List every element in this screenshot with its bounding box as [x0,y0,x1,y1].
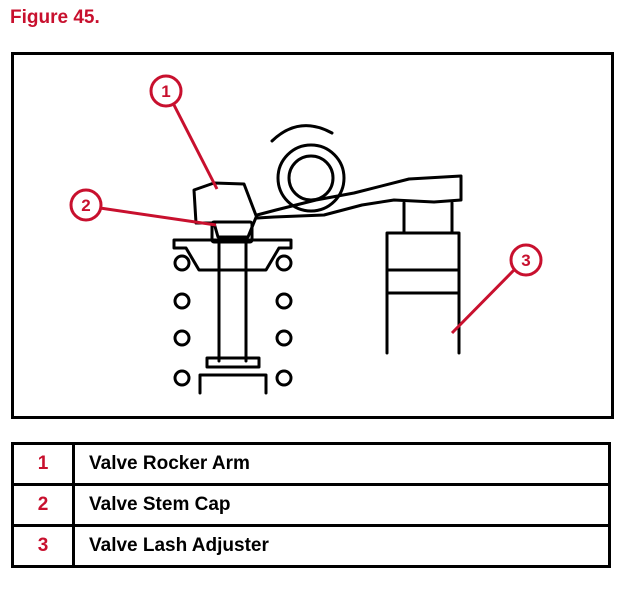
legend-table: 1 Valve Rocker Arm 2 Valve Stem Cap 3 Va… [11,442,611,568]
table-row: 2 Valve Stem Cap [11,483,611,527]
callout-number: 2 [81,196,90,215]
callout-number: 3 [521,251,530,270]
valve-lash-adjuster [385,231,461,272]
callout-leader-1 [172,104,219,190]
valve-rocker-arm [192,174,463,239]
figure-frame: 1 2 3 [11,52,614,419]
legend-label: Valve Rocker Arm [72,442,611,486]
valve-lash-adjuster [402,201,454,235]
rocker-pivot-roller-inner [287,154,335,202]
spring-coil [275,292,293,310]
spring-retainer [172,238,293,272]
table-row: 3 Valve Lash Adjuster [11,524,611,568]
rocker-pivot-housing [270,124,334,143]
spring-coil [173,292,191,310]
legend-number: 2 [11,483,75,527]
spring-coil [275,329,293,347]
spring-coil [275,254,293,272]
callout-marker-1: 1 [149,74,183,108]
rocker-pivot-roller [276,143,346,213]
callout-leader-3 [450,268,516,335]
spring-coil [173,254,191,272]
legend-label: Valve Stem Cap [72,483,611,527]
figure-title: Figure 45. [10,7,100,28]
valve-train-diagram: 1 2 3 [69,74,543,395]
callout-marker-3: 3 [509,243,543,277]
callout-number: 1 [161,82,170,101]
valve-guide-seal [205,356,261,369]
legend-number: 1 [11,442,75,486]
valve-stem-cap [210,220,254,244]
table-row: 1 Valve Rocker Arm [11,442,611,486]
legend-label: Valve Lash Adjuster [72,524,611,568]
spring-coil [173,369,191,387]
spring-coil [173,329,191,347]
callout-marker-2: 2 [69,188,103,222]
head-bore [198,373,268,395]
callout-leader-2 [99,206,217,227]
legend-number: 3 [11,524,75,568]
spring-coil [275,369,293,387]
